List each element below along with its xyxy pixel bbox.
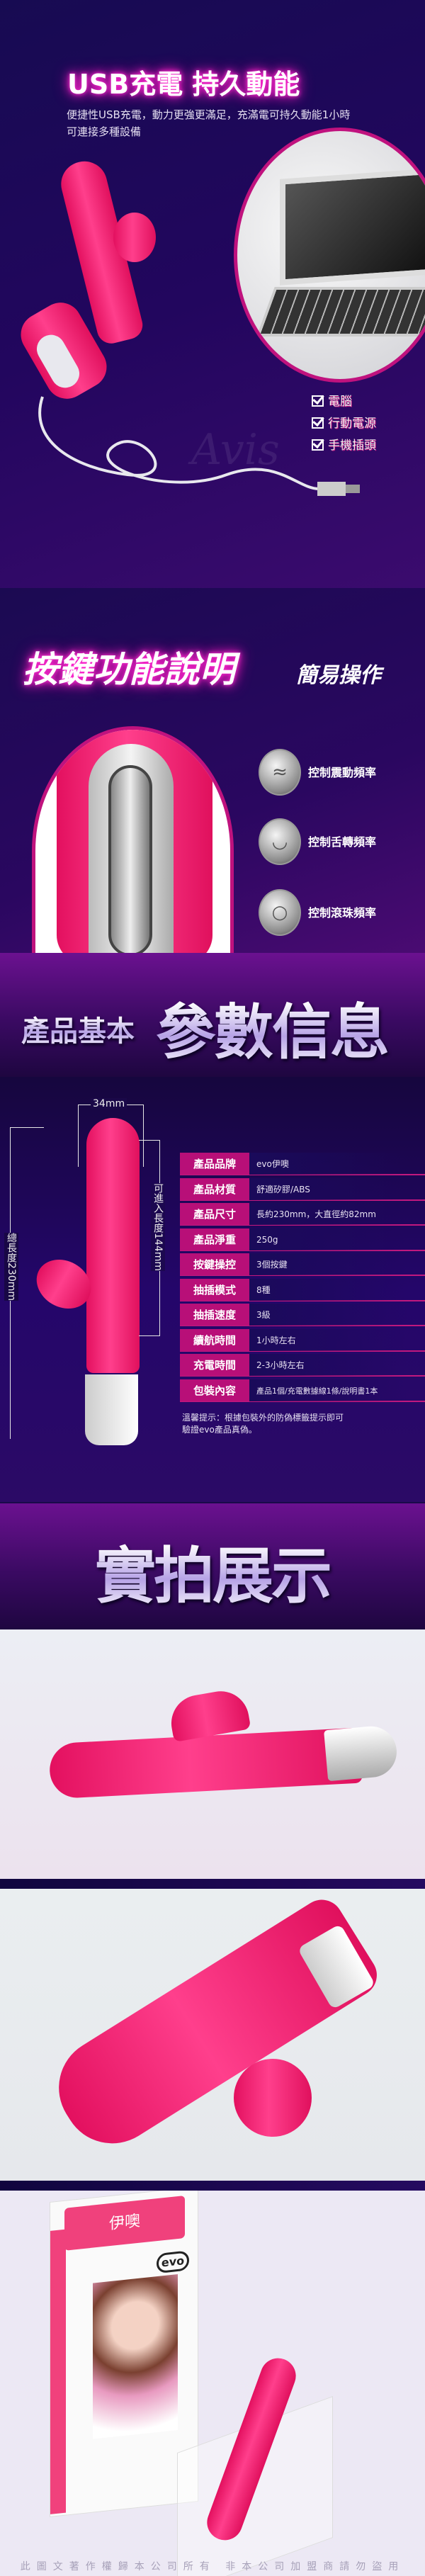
usb-cable: [38, 396, 360, 496]
divider: [0, 1879, 425, 1889]
table-row: 產品材質舒適矽膠/ABS: [180, 1178, 425, 1201]
package-box: 伊噢 evo: [50, 2191, 198, 2518]
product-shaft-diagram: [86, 1118, 140, 1373]
button-strip: [108, 765, 152, 953]
control-panel-closeup: [32, 726, 234, 953]
product-photo-side: [0, 1629, 425, 1879]
table-row: 產品尺寸長約230mm，大直徑約82mm: [180, 1203, 425, 1226]
buttons-subtitle: 簡易操作: [296, 663, 381, 688]
device-phone-plug: 手機插頭: [312, 435, 376, 457]
device-computer: 電腦: [312, 391, 376, 413]
vibration-button-icon: ≈: [259, 749, 301, 796]
evo-logo: evo: [157, 2250, 189, 2274]
function-label-rotation: 控制舌轉頻率: [308, 835, 377, 849]
package-brand-cn: 伊噢: [64, 2195, 185, 2251]
table-row: 包裝內容產品1個/充電數據線1條/說明書1本: [180, 1379, 425, 1402]
params-header-large: 參數信息: [156, 985, 390, 1070]
checkbox-icon: [312, 417, 324, 429]
watermark: Avis: [191, 425, 280, 475]
product-handle-diagram: [85, 1374, 138, 1445]
photos-header: 實拍展示: [0, 1503, 425, 1629]
product-tongue-photo: [234, 2059, 312, 2137]
width-label: 34mm: [91, 1098, 128, 1109]
params-header: 產品基本 參數信息: [0, 953, 425, 1077]
package-model-image: [93, 2274, 178, 2439]
checkbox-icon: [312, 439, 324, 451]
product-tongue-head: [113, 213, 156, 262]
function-label-vibration: 控制震動頻率: [308, 766, 377, 779]
usb-title: USB充電 持久動能: [67, 69, 300, 100]
product-photo-wet: [0, 1889, 425, 2181]
total-length-label: 總長度230mm: [4, 1233, 18, 1301]
usb-description-2: 可連接多種設備: [67, 125, 142, 138]
package-photo: 伊噢 evo: [0, 2191, 425, 2576]
bead-button-icon: ○: [259, 889, 301, 936]
params-header-small: 產品基本: [21, 1008, 135, 1049]
divider: [0, 2181, 425, 2191]
device-power-bank: 行動電源: [312, 413, 376, 435]
insert-length-label: 可進入長度144mm: [151, 1183, 165, 1271]
laptop-screen: [280, 168, 425, 286]
usb-description-1: 便捷性USB充電，動力更強更滿足，充滿電可持久動能1小時: [67, 108, 351, 121]
photos-header-title: 實拍展示: [81, 1526, 344, 1615]
function-label-beads: 控制滾珠頻率: [308, 906, 377, 920]
rotation-button-icon: ◡: [259, 818, 301, 865]
checkbox-icon: [312, 395, 324, 407]
copyright-notice: 此圖文著作權歸本公司所有 非本公司加盟商請勿盜用: [20, 2561, 405, 2572]
usb-charging-section: USB充電 持久動能 便捷性USB充電，動力更強更滿足，充滿電可持久動能1小時 …: [0, 0, 425, 588]
buttons-title: 按鍵功能說明: [23, 649, 235, 690]
laptop-image: [234, 128, 425, 383]
authenticity-note: 溫馨提示：根據包裝外的防偽標籤提示即可 驗證evo產品真偽。: [182, 1413, 344, 1435]
laptop-keyboard: [256, 287, 425, 337]
device-list: 電腦 行動電源 手機插頭: [312, 391, 376, 457]
